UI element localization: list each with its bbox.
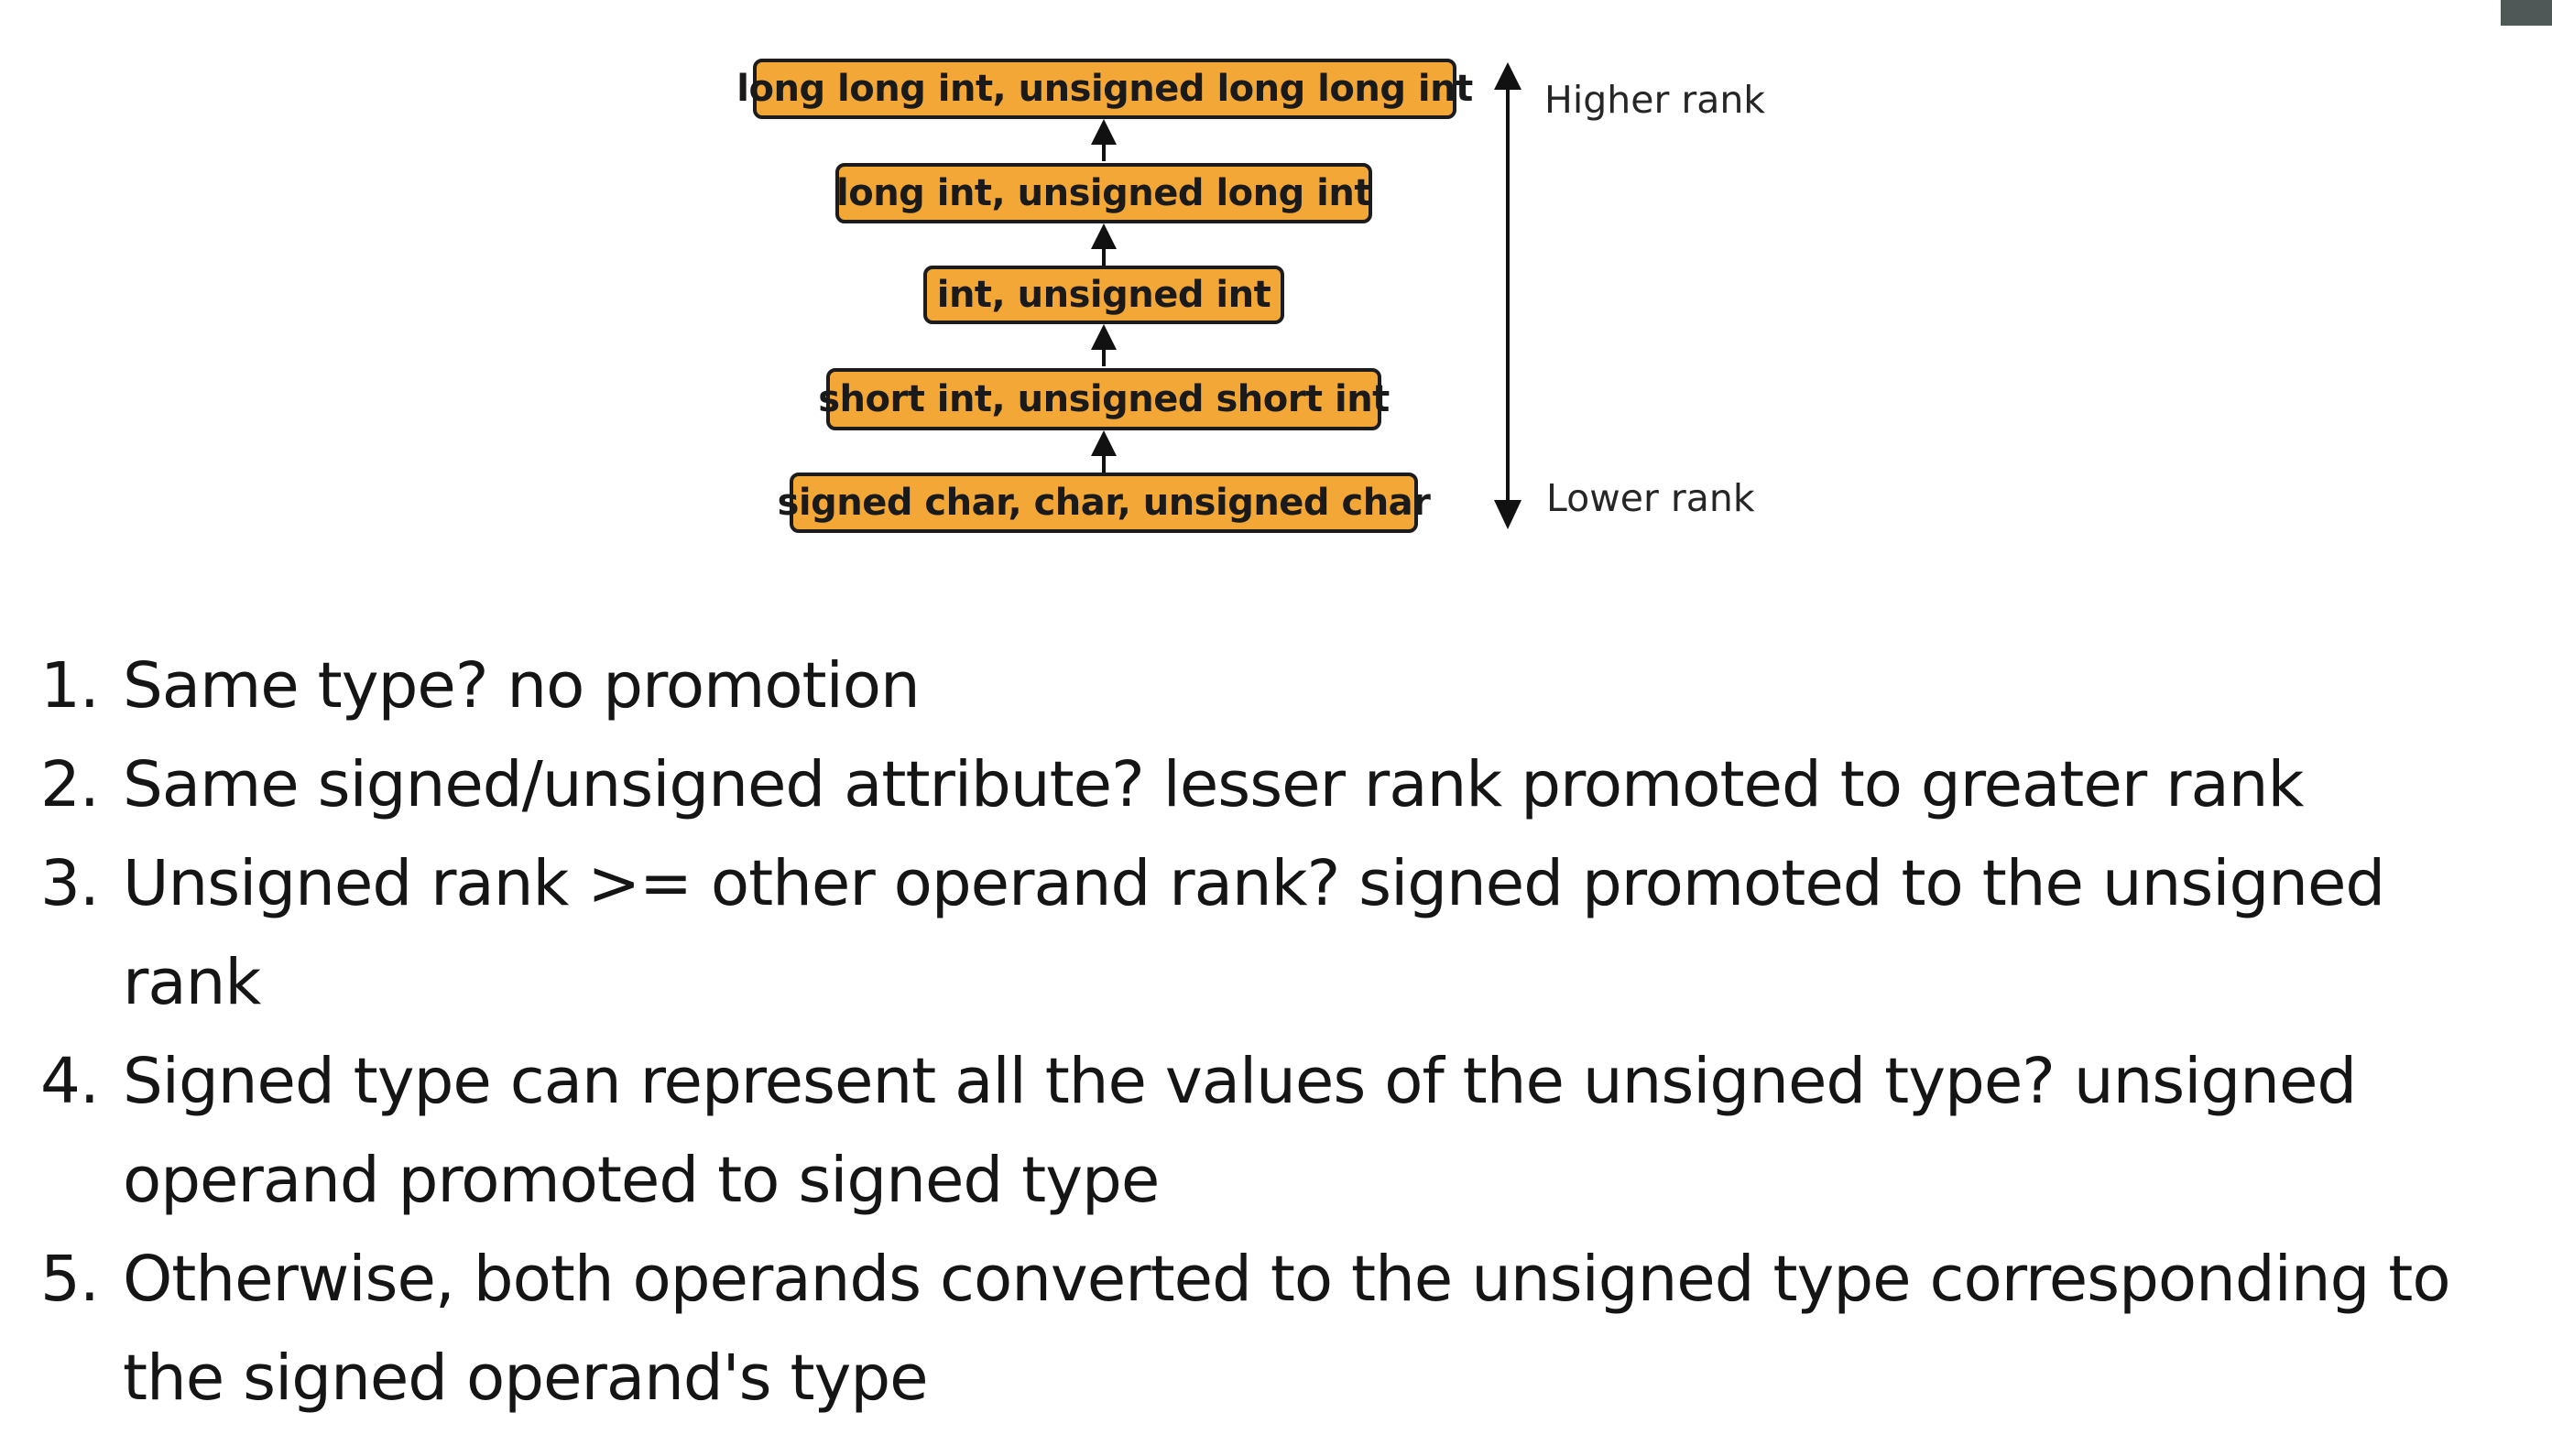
type-rank-diagram: long long int, unsigned long long int lo…: [0, 0, 2552, 586]
rule-item: 5. Otherwise, both operands converted to…: [40, 1230, 2532, 1428]
rule-number: 3.: [40, 847, 100, 920]
corner-mark: [2501, 0, 2552, 26]
rule-number: 5.: [40, 1243, 100, 1316]
rank-box-int: int, unsigned int: [923, 266, 1284, 324]
rank-box-long: long int, unsigned long int: [835, 163, 1372, 223]
rule-text: Signed type can represent all the values…: [123, 1045, 2357, 1217]
rule-item: 2. Same signed/unsigned attribute? lesse…: [40, 735, 2532, 834]
higher-rank-label: Higher rank: [1544, 78, 1766, 122]
rule-item: 4. Signed type can represent all the val…: [40, 1032, 2532, 1230]
rule-number: 1.: [40, 649, 100, 723]
rule-number: 2.: [40, 748, 100, 821]
rank-axis-up-arrowhead: [1494, 62, 1521, 90]
rule-item: 3. Unsigned rank >= other operand rank? …: [40, 834, 2532, 1032]
rule-number: 4.: [40, 1045, 100, 1118]
rank-arrows: [1091, 62, 1521, 529]
rule-item: 1. Same type? no promotion: [40, 636, 2532, 735]
lower-rank-label: Lower rank: [1546, 476, 1755, 520]
promotion-rules-list: 1. Same type? no promotion 2. Same signe…: [40, 636, 2532, 1428]
rank-box-char: signed char, char, unsigned char: [778, 473, 1431, 533]
rule-text: Same type? no promotion: [123, 649, 921, 723]
rank-axis-down-arrowhead: [1494, 500, 1521, 529]
rule-text: Unsigned rank >= other operand rank? sig…: [123, 847, 2385, 1019]
rule-text: Otherwise, both operands converted to th…: [123, 1243, 2451, 1415]
connector-arrowhead-2: [1091, 223, 1117, 249]
connector-arrowhead-4: [1091, 430, 1117, 456]
rule-text: Same signed/unsigned attribute? lesser r…: [123, 748, 2304, 821]
connector-arrowhead-3: [1091, 324, 1117, 350]
rank-box-short: short int, unsigned short int: [818, 368, 1390, 430]
rank-box-long-long: long long int, unsigned long long int: [736, 59, 1473, 119]
connector-arrowhead-1: [1091, 119, 1117, 145]
